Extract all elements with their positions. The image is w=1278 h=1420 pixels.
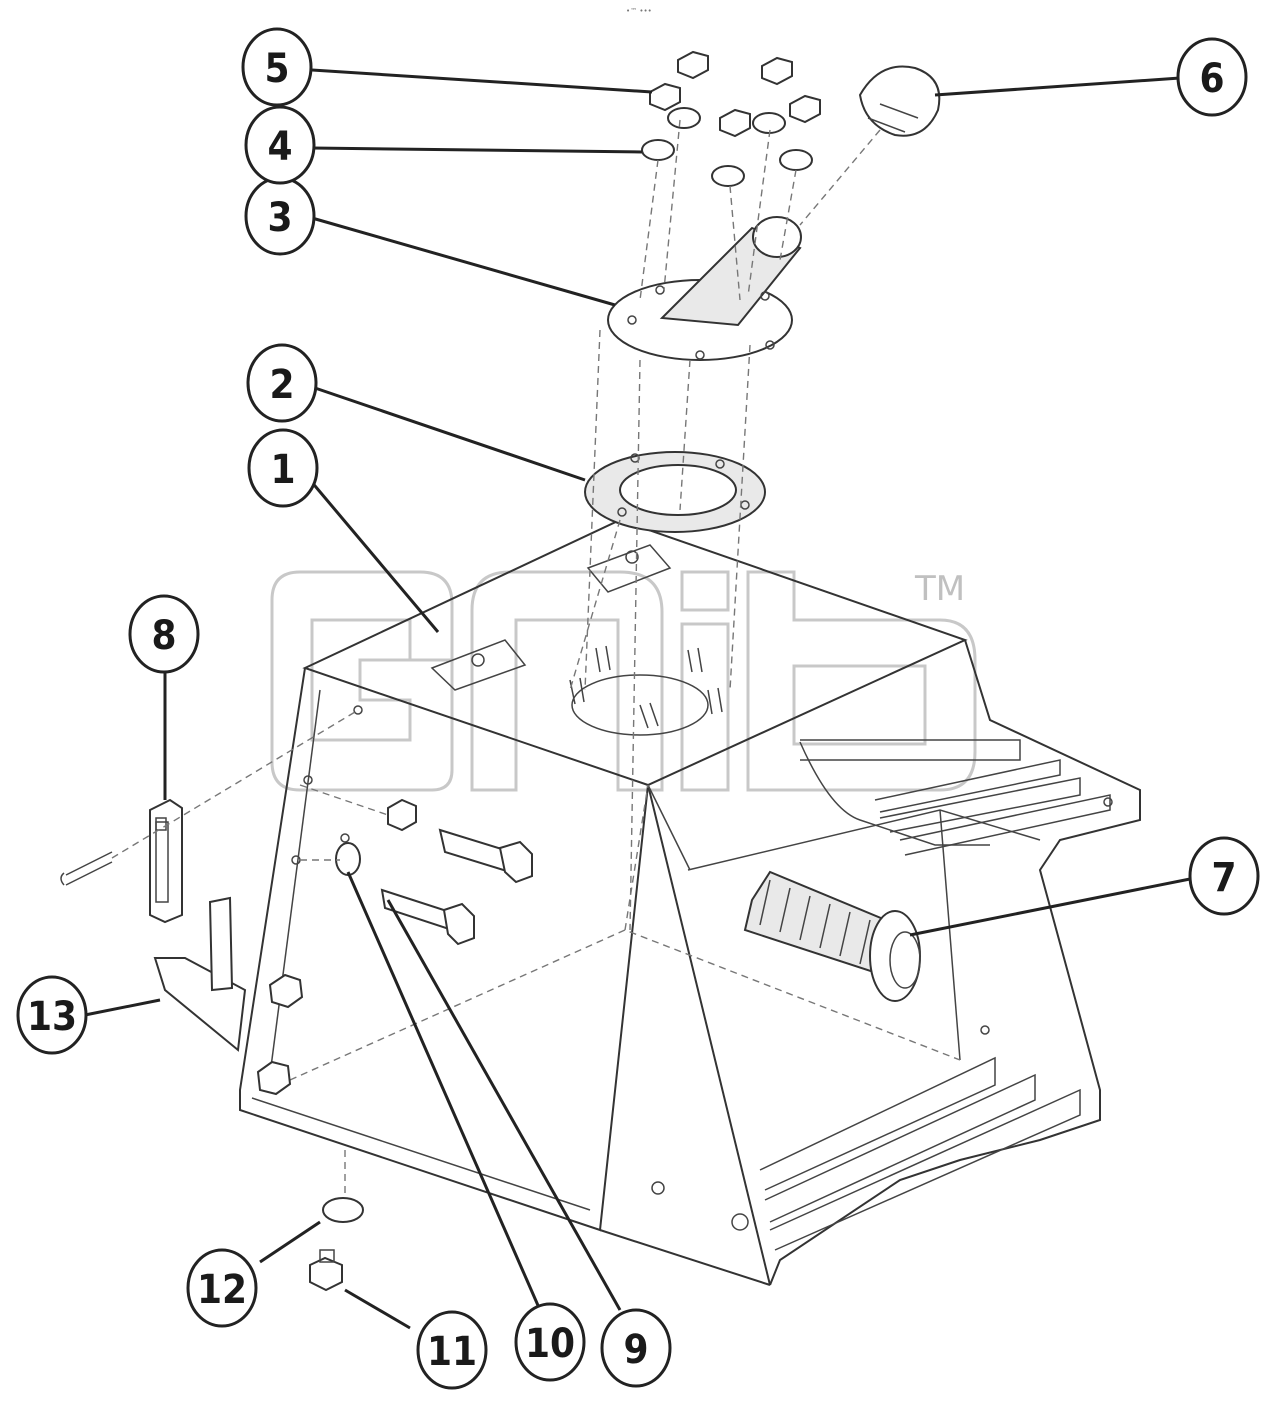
callout-12-label: 12	[197, 1267, 247, 1313]
callout-8-label: 8	[151, 613, 176, 659]
callout-1-label: 1	[270, 447, 295, 493]
callout-5: 5	[241, 27, 313, 107]
callout-1: 1	[247, 428, 319, 508]
watermark-tm: TM	[914, 569, 965, 609]
side-bolts	[299, 784, 533, 946]
callout-9: 9	[600, 1308, 672, 1388]
gasket-ring	[584, 451, 766, 533]
callout-7: 7	[1188, 836, 1260, 916]
level-gauge	[60, 711, 356, 924]
callout-6-label: 6	[1199, 56, 1224, 102]
top-mark: •™ •••	[626, 7, 652, 15]
callout-3: 3	[244, 176, 316, 256]
callout-13: 13	[16, 975, 88, 1055]
callout-10: 10	[514, 1302, 586, 1382]
washers-and-nuts	[639, 50, 821, 301]
callout-12: 12	[186, 1248, 258, 1328]
hydraulic-tank	[239, 518, 1141, 1286]
callout-2: 2	[246, 343, 318, 423]
callout-11-label: 11	[427, 1329, 477, 1375]
callout-2-label: 2	[269, 362, 294, 408]
callout-9-label: 9	[623, 1327, 648, 1373]
callout-3-label: 3	[267, 195, 292, 241]
leader-lines	[84, 68, 1196, 1330]
suction-strainer	[743, 870, 921, 1002]
callout-13-label: 13	[27, 994, 77, 1040]
callout-6: 6	[1176, 37, 1248, 117]
callout-11: 11	[416, 1310, 488, 1390]
callout-4: 4	[244, 105, 316, 185]
filler-flange	[607, 216, 802, 361]
callout-10-label: 10	[525, 1321, 575, 1367]
return-pipe-plate	[153, 896, 247, 1052]
callout-8: 8	[128, 594, 200, 674]
callout-4-label: 4	[267, 124, 292, 170]
drain-plug	[309, 1150, 364, 1292]
callout-5-label: 5	[264, 46, 289, 92]
watermark-logo: TM	[270, 569, 977, 792]
breather-cap	[799, 65, 941, 226]
callout-7-label: 7	[1211, 855, 1236, 901]
